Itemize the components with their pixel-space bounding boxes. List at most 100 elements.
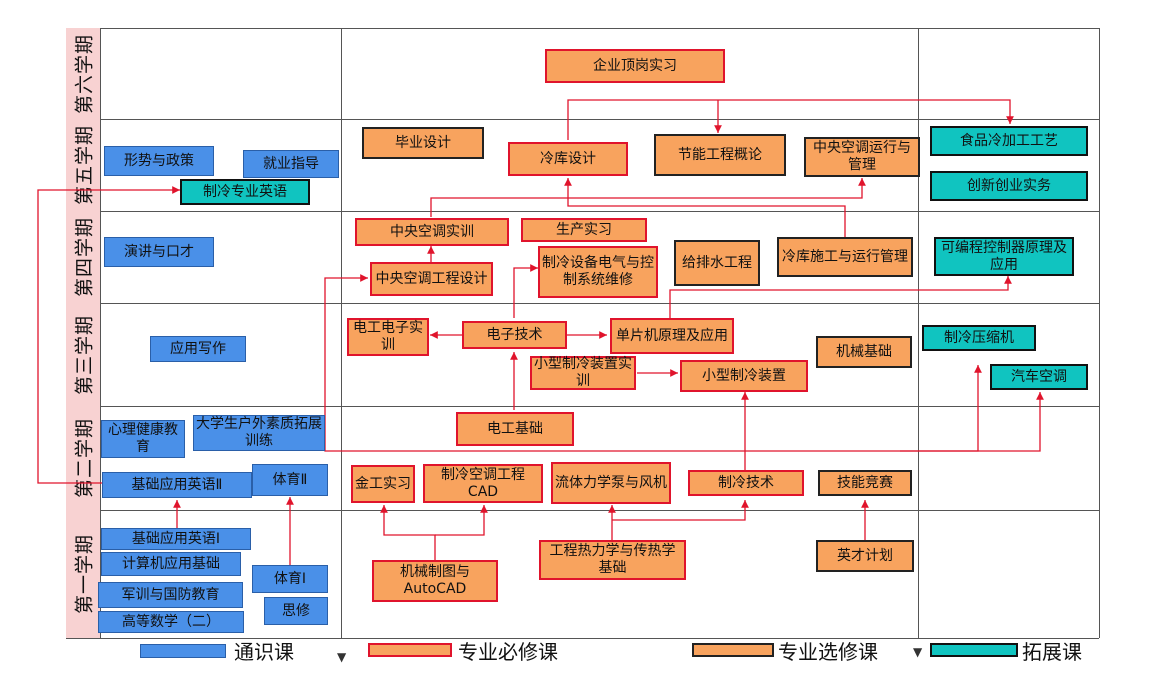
down-arrow-icon: ▼	[337, 650, 347, 664]
legend-swatch-required	[368, 643, 452, 657]
course-label: 思修	[282, 602, 310, 619]
grid-line	[918, 28, 919, 638]
semester-6-label: 第六学期	[66, 28, 101, 119]
course-box: 思修	[264, 597, 328, 625]
course-label: 形势与政策	[124, 152, 194, 169]
course-box: 中央空调工程设计	[370, 262, 493, 296]
course-label: 体育Ⅱ	[272, 471, 308, 488]
semester-2-label: 第二学期	[66, 406, 101, 510]
course-label: 节能工程概论	[678, 146, 762, 163]
legend-label-general: 通识课	[234, 640, 294, 664]
course-label: 制冷技术	[718, 474, 774, 491]
course-box: 冷库设计	[508, 142, 628, 176]
course-label: 金工实习	[355, 475, 411, 492]
course-label: 高等数学（二）	[122, 613, 220, 630]
course-box: 生产实习	[521, 218, 647, 242]
semester-4-label: 第四学期	[66, 211, 101, 303]
course-box: 就业指导	[243, 150, 339, 178]
course-box: 冷库施工与运行管理	[777, 237, 913, 277]
grid-line	[66, 119, 1099, 120]
course-box: 形势与政策	[104, 146, 214, 176]
grid-line	[1099, 28, 1100, 638]
course-label: 食品冷加工工艺	[960, 132, 1058, 149]
course-label: 汽车空调	[1011, 368, 1067, 385]
course-box: 企业顶岗实习	[545, 49, 725, 83]
course-label: 冷库设计	[540, 150, 596, 167]
course-box: 电工电子实训	[347, 318, 429, 356]
grid-line	[66, 303, 1099, 304]
course-box: 体育Ⅰ	[252, 565, 328, 593]
course-box: 制冷专业英语	[180, 179, 310, 205]
course-box: 中央空调运行与管理	[804, 137, 920, 177]
course-box: 技能竞赛	[818, 470, 912, 496]
legend-label-extension: 拓展课	[1022, 640, 1082, 664]
course-label: 体育Ⅰ	[273, 570, 307, 587]
course-box: 基础应用英语Ⅱ	[102, 472, 252, 498]
course-box: 体育Ⅱ	[252, 464, 328, 496]
legend-swatch-elective	[692, 643, 774, 657]
legend-swatch-general	[140, 644, 226, 658]
legend-label-required: 专业必修课	[458, 640, 558, 664]
course-label: 电子技术	[486, 326, 543, 343]
course-label: 军训与国防教育	[121, 586, 220, 603]
course-box: 制冷压缩机	[922, 325, 1036, 351]
course-box: 小型制冷装置	[680, 360, 808, 392]
course-label: 基础应用英语Ⅰ	[131, 530, 221, 547]
course-label: 心理健康教育	[108, 422, 178, 455]
course-label: 制冷压缩机	[944, 329, 1014, 346]
course-box: 金工实习	[351, 465, 415, 503]
course-box: 军训与国防教育	[98, 582, 243, 608]
course-box: 电子技术	[462, 321, 567, 349]
course-box: 制冷技术	[688, 470, 804, 496]
course-box: 流体力学泵与风机	[551, 462, 671, 504]
course-label: 大学生户外素质拓展训练	[196, 416, 322, 449]
course-label: 企业顶岗实习	[593, 57, 677, 74]
course-label: 应用写作	[170, 340, 226, 357]
course-box: 小型制冷装置实训	[530, 356, 636, 390]
course-label: 电工基础	[487, 420, 543, 437]
grid-line	[66, 28, 1099, 29]
course-label: 可编程控制器原理及应用	[941, 239, 1067, 273]
course-label: 单片机原理及应用	[616, 327, 728, 344]
course-label: 小型制冷装置	[702, 367, 786, 384]
semester-5-label: 第五学期	[66, 119, 101, 211]
course-label: 制冷设备电气与控制系统维修	[542, 255, 654, 288]
course-label: 创新创业实务	[967, 177, 1051, 194]
course-label: 小型制冷装置实训	[534, 356, 632, 389]
course-label: 流体力学泵与风机	[555, 474, 667, 491]
course-box: 基础应用英语Ⅰ	[101, 528, 251, 550]
course-box: 心理健康教育	[101, 420, 185, 458]
course-box: 制冷设备电气与控制系统维修	[538, 246, 658, 298]
course-label: 基础应用英语Ⅱ	[131, 476, 223, 493]
course-box: 工程热力学与传热学基础	[539, 540, 686, 580]
grid-line	[66, 510, 1099, 511]
course-box: 计算机应用基础	[101, 552, 241, 576]
course-box: 食品冷加工工艺	[930, 126, 1088, 156]
course-box: 单片机原理及应用	[610, 318, 734, 354]
course-label: 毕业设计	[395, 134, 451, 151]
course-box: 机械基础	[816, 336, 912, 368]
course-box: 应用写作	[150, 336, 246, 362]
course-label: 演讲与口才	[124, 243, 194, 260]
legend-label-elective: 专业选修课	[778, 640, 878, 664]
grid-line	[66, 406, 1099, 407]
course-box: 创新创业实务	[930, 171, 1088, 201]
course-box: 可编程控制器原理及应用	[934, 237, 1074, 276]
course-box: 电工基础	[456, 412, 574, 446]
course-label: 机械制图与AutoCAD	[400, 564, 470, 597]
course-box: 英才计划	[816, 540, 914, 572]
course-label: 机械基础	[836, 343, 892, 360]
course-box: 大学生户外素质拓展训练	[193, 415, 325, 451]
course-box: 制冷空调工程CAD	[423, 464, 543, 503]
course-label: 制冷专业英语	[203, 183, 287, 200]
course-label: 工程热力学与传热学基础	[549, 543, 676, 576]
semester-3-label: 第三学期	[66, 303, 101, 406]
grid-line	[341, 28, 342, 638]
course-label: 计算机应用基础	[122, 555, 220, 572]
grid-line	[66, 211, 1099, 212]
course-box: 给排水工程	[674, 240, 760, 286]
course-label: 冷库施工与运行管理	[782, 248, 908, 265]
course-label: 就业指导	[263, 155, 319, 172]
